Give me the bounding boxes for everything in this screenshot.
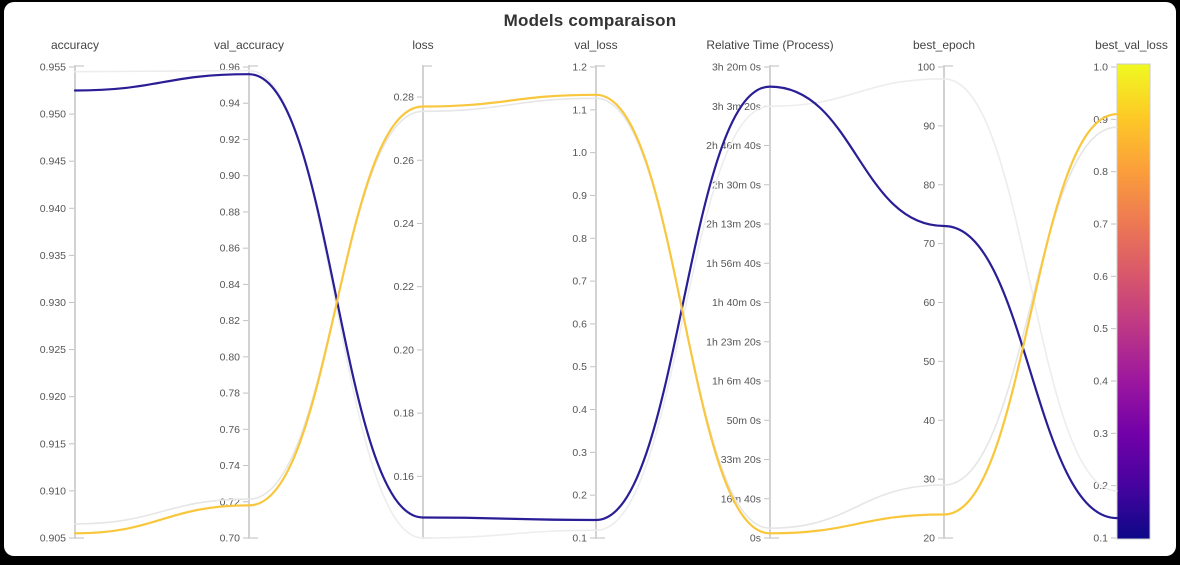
tick-label-loss: 0.24 [394, 218, 415, 230]
tick-label-val_accuracy: 0.82 [220, 315, 241, 327]
tick-label-loss: 0.16 [394, 471, 415, 483]
tick-label-best_val_loss: 0.1 [1093, 533, 1108, 545]
tick-label-val_loss: 0.6 [572, 318, 587, 330]
tick-label-val_accuracy: 0.76 [220, 424, 241, 436]
tick-label-best_val_loss: 0.8 [1093, 166, 1108, 178]
tick-label-best_val_loss: 1.0 [1093, 62, 1108, 74]
axis-title-accuracy[interactable]: accuracy [51, 38, 99, 52]
axis-title-relative_time_s[interactable]: Relative Time (Process) [706, 38, 833, 52]
tick-label-best_epoch: 100 [917, 62, 935, 74]
tick-label-val_accuracy: 0.96 [220, 62, 241, 74]
tick-label-best_val_loss: 0.4 [1093, 376, 1108, 388]
tick-label-loss: 0.28 [394, 92, 415, 104]
tick-label-accuracy: 0.925 [40, 344, 66, 356]
model-line [74, 97, 1118, 530]
tick-label-relative_time_s: 2h 30m 0s [712, 179, 761, 191]
tick-label-accuracy: 0.955 [40, 62, 66, 74]
tick-label-relative_time_s: 3h 20m 0s [712, 62, 761, 74]
tick-label-best_epoch: 40 [923, 415, 935, 427]
axis-title-best_val_loss[interactable]: best_val_loss [1095, 38, 1168, 52]
tick-label-accuracy: 0.940 [40, 203, 66, 215]
tick-label-best_epoch: 60 [923, 297, 935, 309]
tick-label-relative_time_s: 2h 46m 40s [706, 140, 761, 152]
tick-label-val_accuracy: 0.80 [220, 351, 241, 363]
tick-label-best_val_loss: 0.6 [1093, 271, 1108, 283]
tick-label-accuracy: 0.945 [40, 156, 66, 168]
tick-label-best_epoch: 20 [923, 533, 935, 545]
tick-label-best_val_loss: 0.3 [1093, 428, 1108, 440]
tick-label-relative_time_s: 2h 13m 20s [706, 219, 761, 231]
tick-label-val_loss: 1.0 [572, 147, 587, 159]
axis-best_val_loss: 1.00.90.80.70.60.50.40.30.20.1best_val_l… [1093, 38, 1167, 545]
tick-label-val_accuracy: 0.94 [220, 98, 241, 110]
tick-label-relative_time_s: 1h 40m 0s [712, 297, 761, 309]
tick-label-accuracy: 0.920 [40, 391, 66, 403]
tick-label-best_val_loss: 0.2 [1093, 480, 1108, 492]
tick-label-loss: 0.20 [394, 344, 415, 356]
axis-val_loss: 1.2 1.1 1.0 0.9 0.8 0.7 0.6 0.5 0.4 0.3 0.2 0.1 val_… [572, 38, 617, 545]
tick-label-val_loss: 0.3 [572, 447, 587, 459]
tick-label-best_epoch: 70 [923, 238, 935, 250]
tick-label-val_accuracy: 0.86 [220, 243, 241, 255]
axes-layer: 0.9550.9500.9450.9400.9350.9300.9250.920… [40, 38, 1168, 545]
axis-val_accuracy: 0.96 0.94 0.92 0.90 0.88 0.86 0.84 0.82 0.80 0.78… [214, 38, 284, 545]
tick-label-val_accuracy: 0.84 [220, 279, 241, 291]
tick-label-relative_time_s: 1h 56m 40s [706, 258, 761, 270]
tick-label-val_loss: 0.2 [572, 490, 587, 502]
tick-label-loss: 0.22 [394, 281, 415, 293]
tick-label-relative_time_s: 1h 6m 40s [712, 376, 761, 388]
tick-label-best_val_loss: 0.5 [1093, 323, 1108, 335]
tick-label-accuracy: 0.910 [40, 485, 66, 497]
tick-label-best_epoch: 50 [923, 356, 935, 368]
lines-layer [73, 69, 1119, 539]
tick-label-relative_time_s: 50m 0s [727, 415, 761, 427]
tick-label-relative_time_s: 16m 40s [721, 493, 761, 505]
tick-label-val_loss: 0.7 [572, 276, 587, 288]
tick-label-val_loss: 0.9 [572, 190, 587, 202]
tick-label-val_accuracy: 0.90 [220, 170, 241, 182]
axis-relative_time_s: 3h 20m 0s 3h 3m 20s 2h 46m 40s 2h 30m 0s 2h … [706, 38, 834, 545]
tick-label-val_accuracy: 0.88 [220, 206, 241, 218]
tick-label-accuracy: 0.930 [40, 297, 66, 309]
axis-accuracy: 0.955 0.950 0.945 0.940 0.935 0.930 0.925 0.920… [40, 38, 99, 545]
tick-label-val_accuracy: 0.74 [220, 460, 241, 472]
tick-label-best_val_loss: 0.7 [1093, 219, 1108, 231]
colorbar-gradient[interactable] [1116, 63, 1151, 540]
tick-label-val_loss: 0.4 [572, 404, 587, 416]
tick-label-val_loss: 1.2 [572, 62, 587, 74]
tick-label-accuracy: 0.905 [40, 533, 66, 545]
tick-label-val_loss: 0.1 [572, 533, 587, 545]
axis-best_epoch: 100 90 80 70 60 50 40 30 20 best_epoch [913, 38, 975, 545]
model-line [73, 93, 1119, 535]
axis-title-best_epoch[interactable]: best_epoch [913, 38, 975, 52]
axis-title-loss[interactable]: loss [412, 38, 433, 52]
axis-title-val_loss[interactable]: val_loss [574, 38, 617, 52]
tick-label-accuracy: 0.950 [40, 109, 66, 121]
tick-label-loss: 0.18 [394, 408, 415, 420]
model-line [73, 73, 1119, 522]
tick-label-relative_time_s: 3h 3m 20s [712, 101, 761, 113]
tick-label-val_loss: 1.1 [572, 104, 587, 116]
tick-label-val_loss: 0.8 [572, 233, 587, 245]
tick-label-accuracy: 0.915 [40, 438, 66, 450]
axis-loss: 0.28 0.26 0.24 0.22 0.20 0.18 0.16 loss [394, 38, 434, 539]
tick-label-relative_time_s: 1h 23m 20s [706, 336, 761, 348]
tick-label-relative_time_s: 0s [750, 533, 761, 545]
tick-label-best_epoch: 30 [923, 474, 935, 486]
tick-label-accuracy: 0.935 [40, 250, 66, 262]
tick-label-val_loss: 0.5 [572, 361, 587, 373]
tick-label-val_accuracy: 0.70 [220, 533, 241, 545]
tick-label-val_accuracy: 0.92 [220, 134, 241, 146]
tick-label-best_epoch: 90 [923, 120, 935, 132]
tick-label-loss: 0.26 [394, 155, 415, 167]
tick-label-val_accuracy: 0.78 [220, 388, 241, 400]
axis-title-val_accuracy[interactable]: val_accuracy [214, 38, 284, 52]
tick-label-relative_time_s: 33m 20s [721, 454, 761, 466]
tick-label-best_epoch: 80 [923, 179, 935, 191]
chart-title: Models comparaison [503, 11, 677, 30]
